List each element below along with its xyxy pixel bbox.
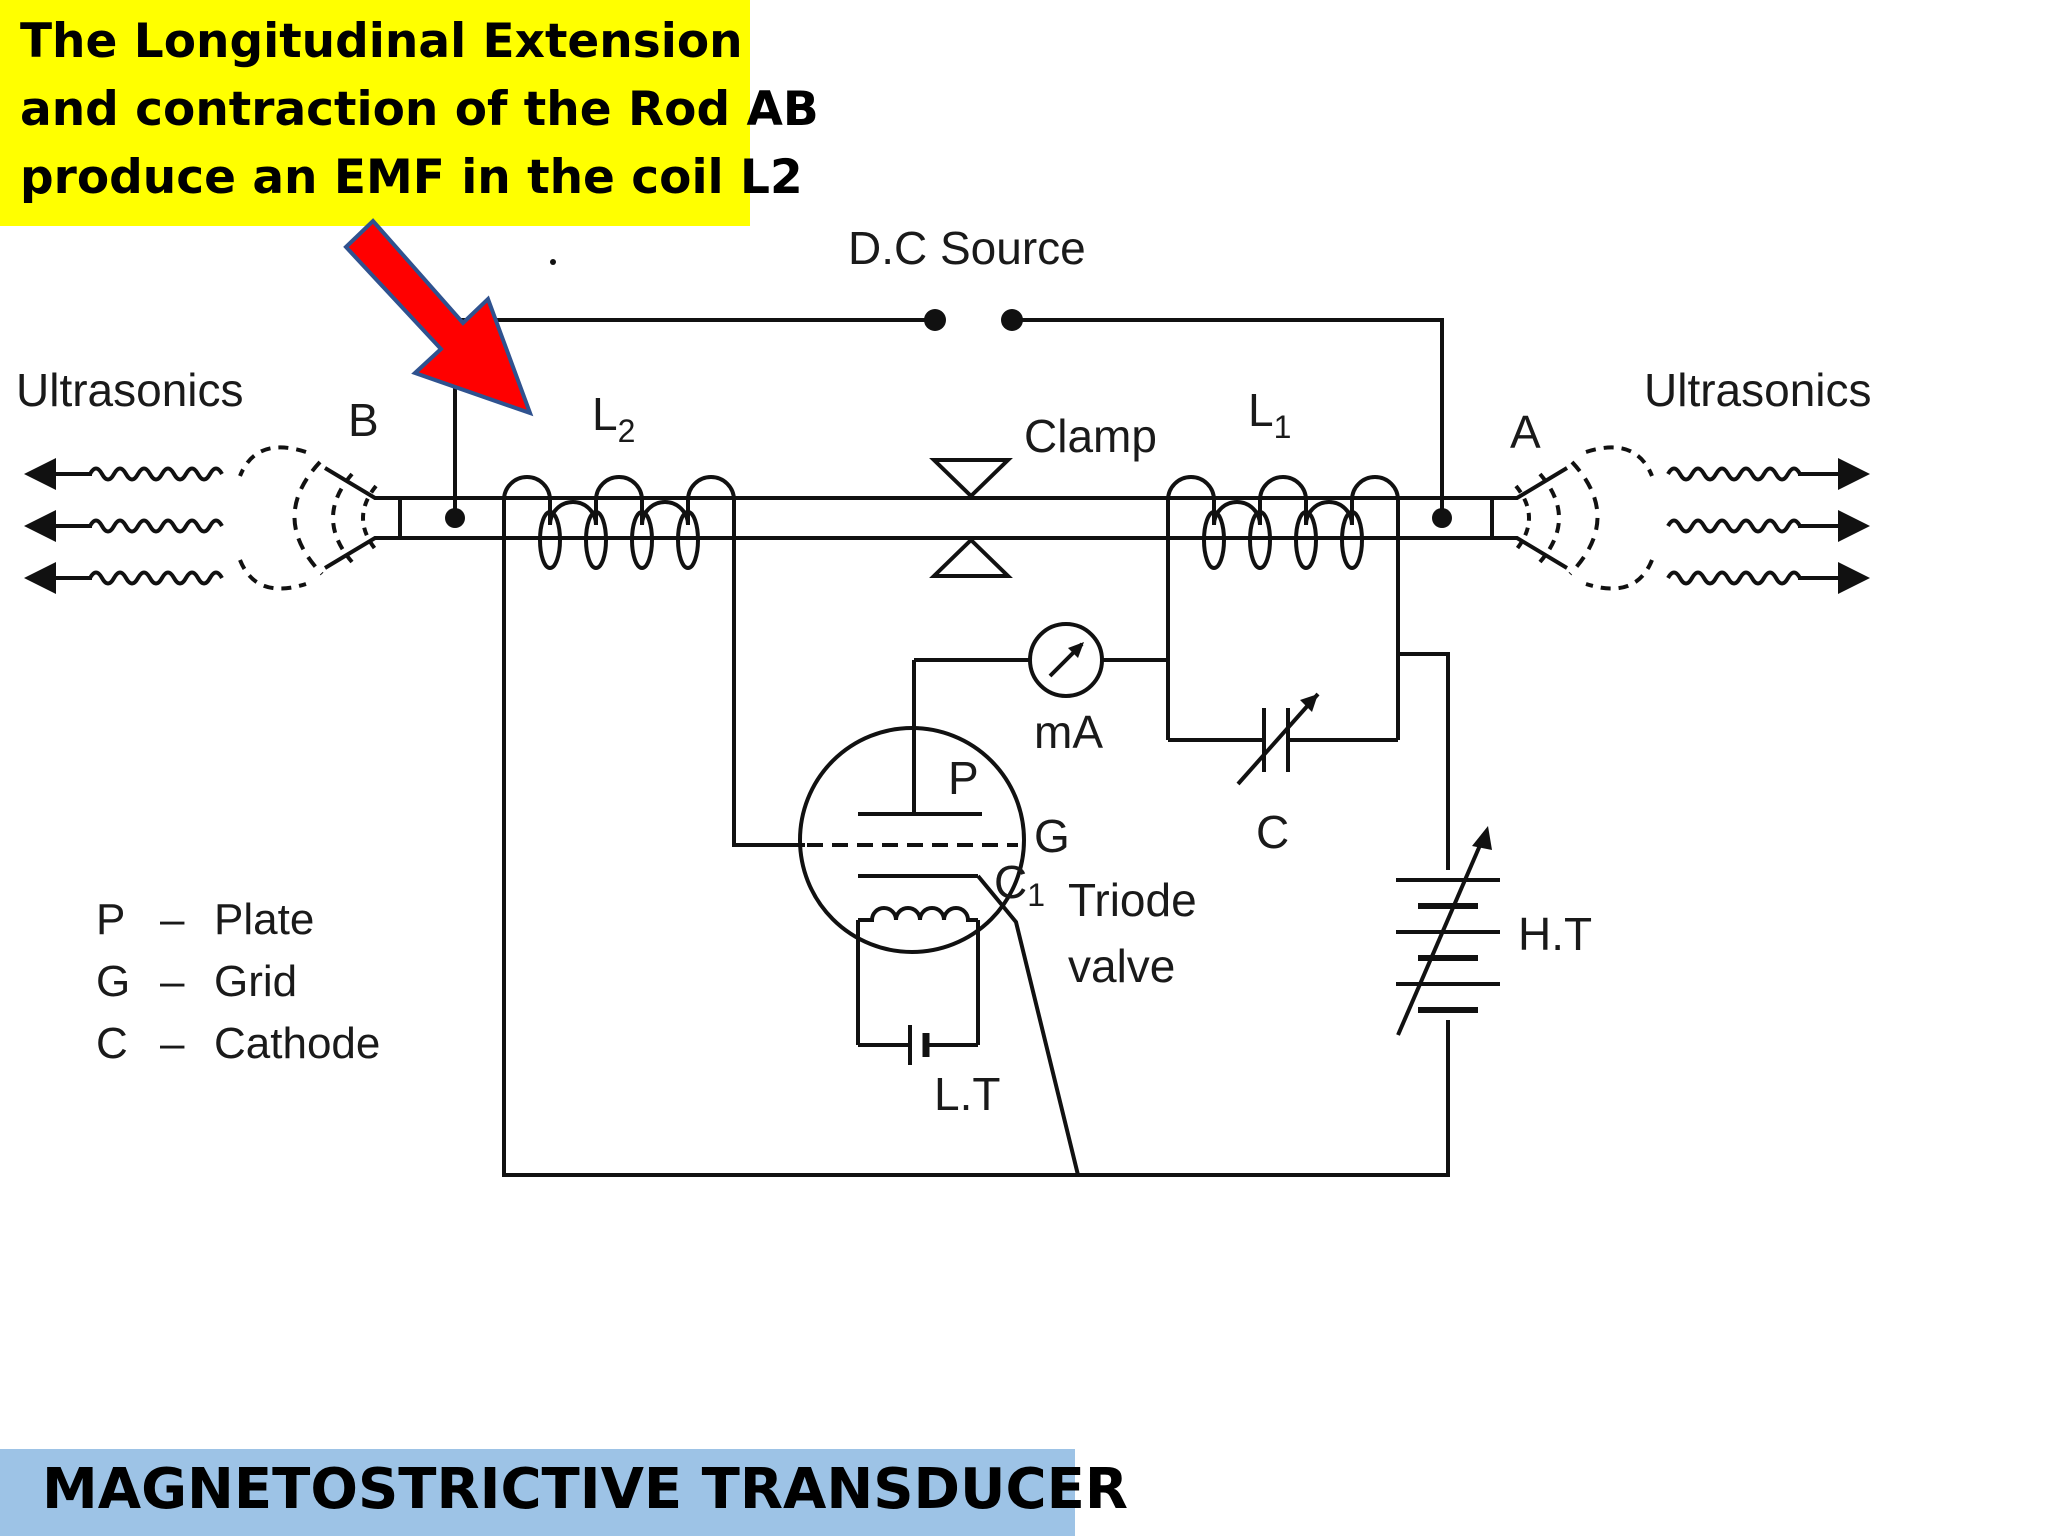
- ultrasonics-right-label: Ultrasonics: [1644, 364, 1872, 416]
- legend-value-p: Plate: [214, 895, 314, 944]
- dc-terminal-right: [1001, 309, 1023, 331]
- callout-line-3: produce an EMF in the coil L2: [20, 150, 803, 205]
- plate-marker: P: [948, 752, 979, 804]
- legend-dash-p: –: [160, 895, 185, 944]
- ultrasonics-left-label: Ultrasonics: [16, 364, 244, 416]
- capacitor-arrowhead: [1300, 694, 1318, 712]
- ht-battery: [1396, 835, 1500, 1036]
- clamp-label: Clamp: [1024, 410, 1157, 462]
- ht-wire-top: [1398, 652, 1450, 870]
- coil-l2-label: L2: [592, 388, 635, 449]
- heater-filament: [856, 906, 980, 1047]
- ht-arrowhead: [1472, 826, 1492, 850]
- title-banner: MAGNETOSTRICTIVE TRANSDUCER: [0, 1449, 1128, 1536]
- triode-label-line1: Triode: [1068, 874, 1197, 926]
- dc-terminal-left: [924, 309, 946, 331]
- coil-l1: [1166, 475, 1400, 570]
- annotation-callout: The Longitudinal Extension and contracti…: [0, 0, 819, 226]
- capacitor-variable-arrow: [1236, 692, 1320, 786]
- horn-a: [1492, 445, 1654, 591]
- legend-value-g: Grid: [214, 957, 297, 1006]
- legend-key-p: P: [96, 895, 125, 944]
- cathode-marker: C1: [994, 856, 1045, 913]
- end-b-label: B: [348, 394, 379, 446]
- ultrasonic-waves-right: [1666, 458, 1870, 594]
- grid-marker: G: [1034, 810, 1070, 862]
- lt-label: L.T: [934, 1068, 1000, 1120]
- node-b: [445, 508, 465, 528]
- end-a-label: A: [1510, 406, 1541, 458]
- triode-label-line2: valve: [1068, 940, 1175, 992]
- legend-value-c: Cathode: [214, 1019, 380, 1068]
- legend-key-c: C: [96, 1019, 128, 1068]
- meter-label: mA: [1034, 706, 1103, 758]
- horn-b: [238, 445, 400, 591]
- pointer-arrow: [343, 218, 534, 417]
- dc-source-label: D.C Source: [848, 222, 1086, 274]
- callout-line-1: The Longitudinal Extension: [20, 14, 743, 69]
- speck: [550, 259, 556, 265]
- clamp-symbol: [929, 458, 1013, 578]
- ultrasonic-waves-left: [24, 458, 224, 594]
- ht-label: H.T: [1518, 908, 1592, 960]
- legend-key-g: G: [96, 957, 130, 1006]
- node-a: [1432, 508, 1452, 528]
- meter-needle-head: [1068, 642, 1084, 658]
- rod-ab: [398, 496, 1494, 540]
- callout-line-2: and contraction of the Rod AB: [20, 82, 819, 137]
- grid-wire: [732, 610, 805, 847]
- coil-l2: [502, 475, 736, 610]
- return-loop: [502, 568, 1450, 1177]
- lt-battery: [908, 1025, 930, 1065]
- legend: P – Plate G – Grid C – Cathode: [96, 895, 380, 1068]
- legend-dash-c: –: [160, 1019, 185, 1068]
- legend-dash-g: –: [160, 957, 185, 1006]
- coil-l1-label: L1: [1248, 384, 1291, 445]
- capacitor-label: C: [1256, 806, 1289, 858]
- cathode-lead: [976, 874, 1080, 1176]
- slide-title: MAGNETOSTRICTIVE TRANSDUCER: [42, 1457, 1128, 1522]
